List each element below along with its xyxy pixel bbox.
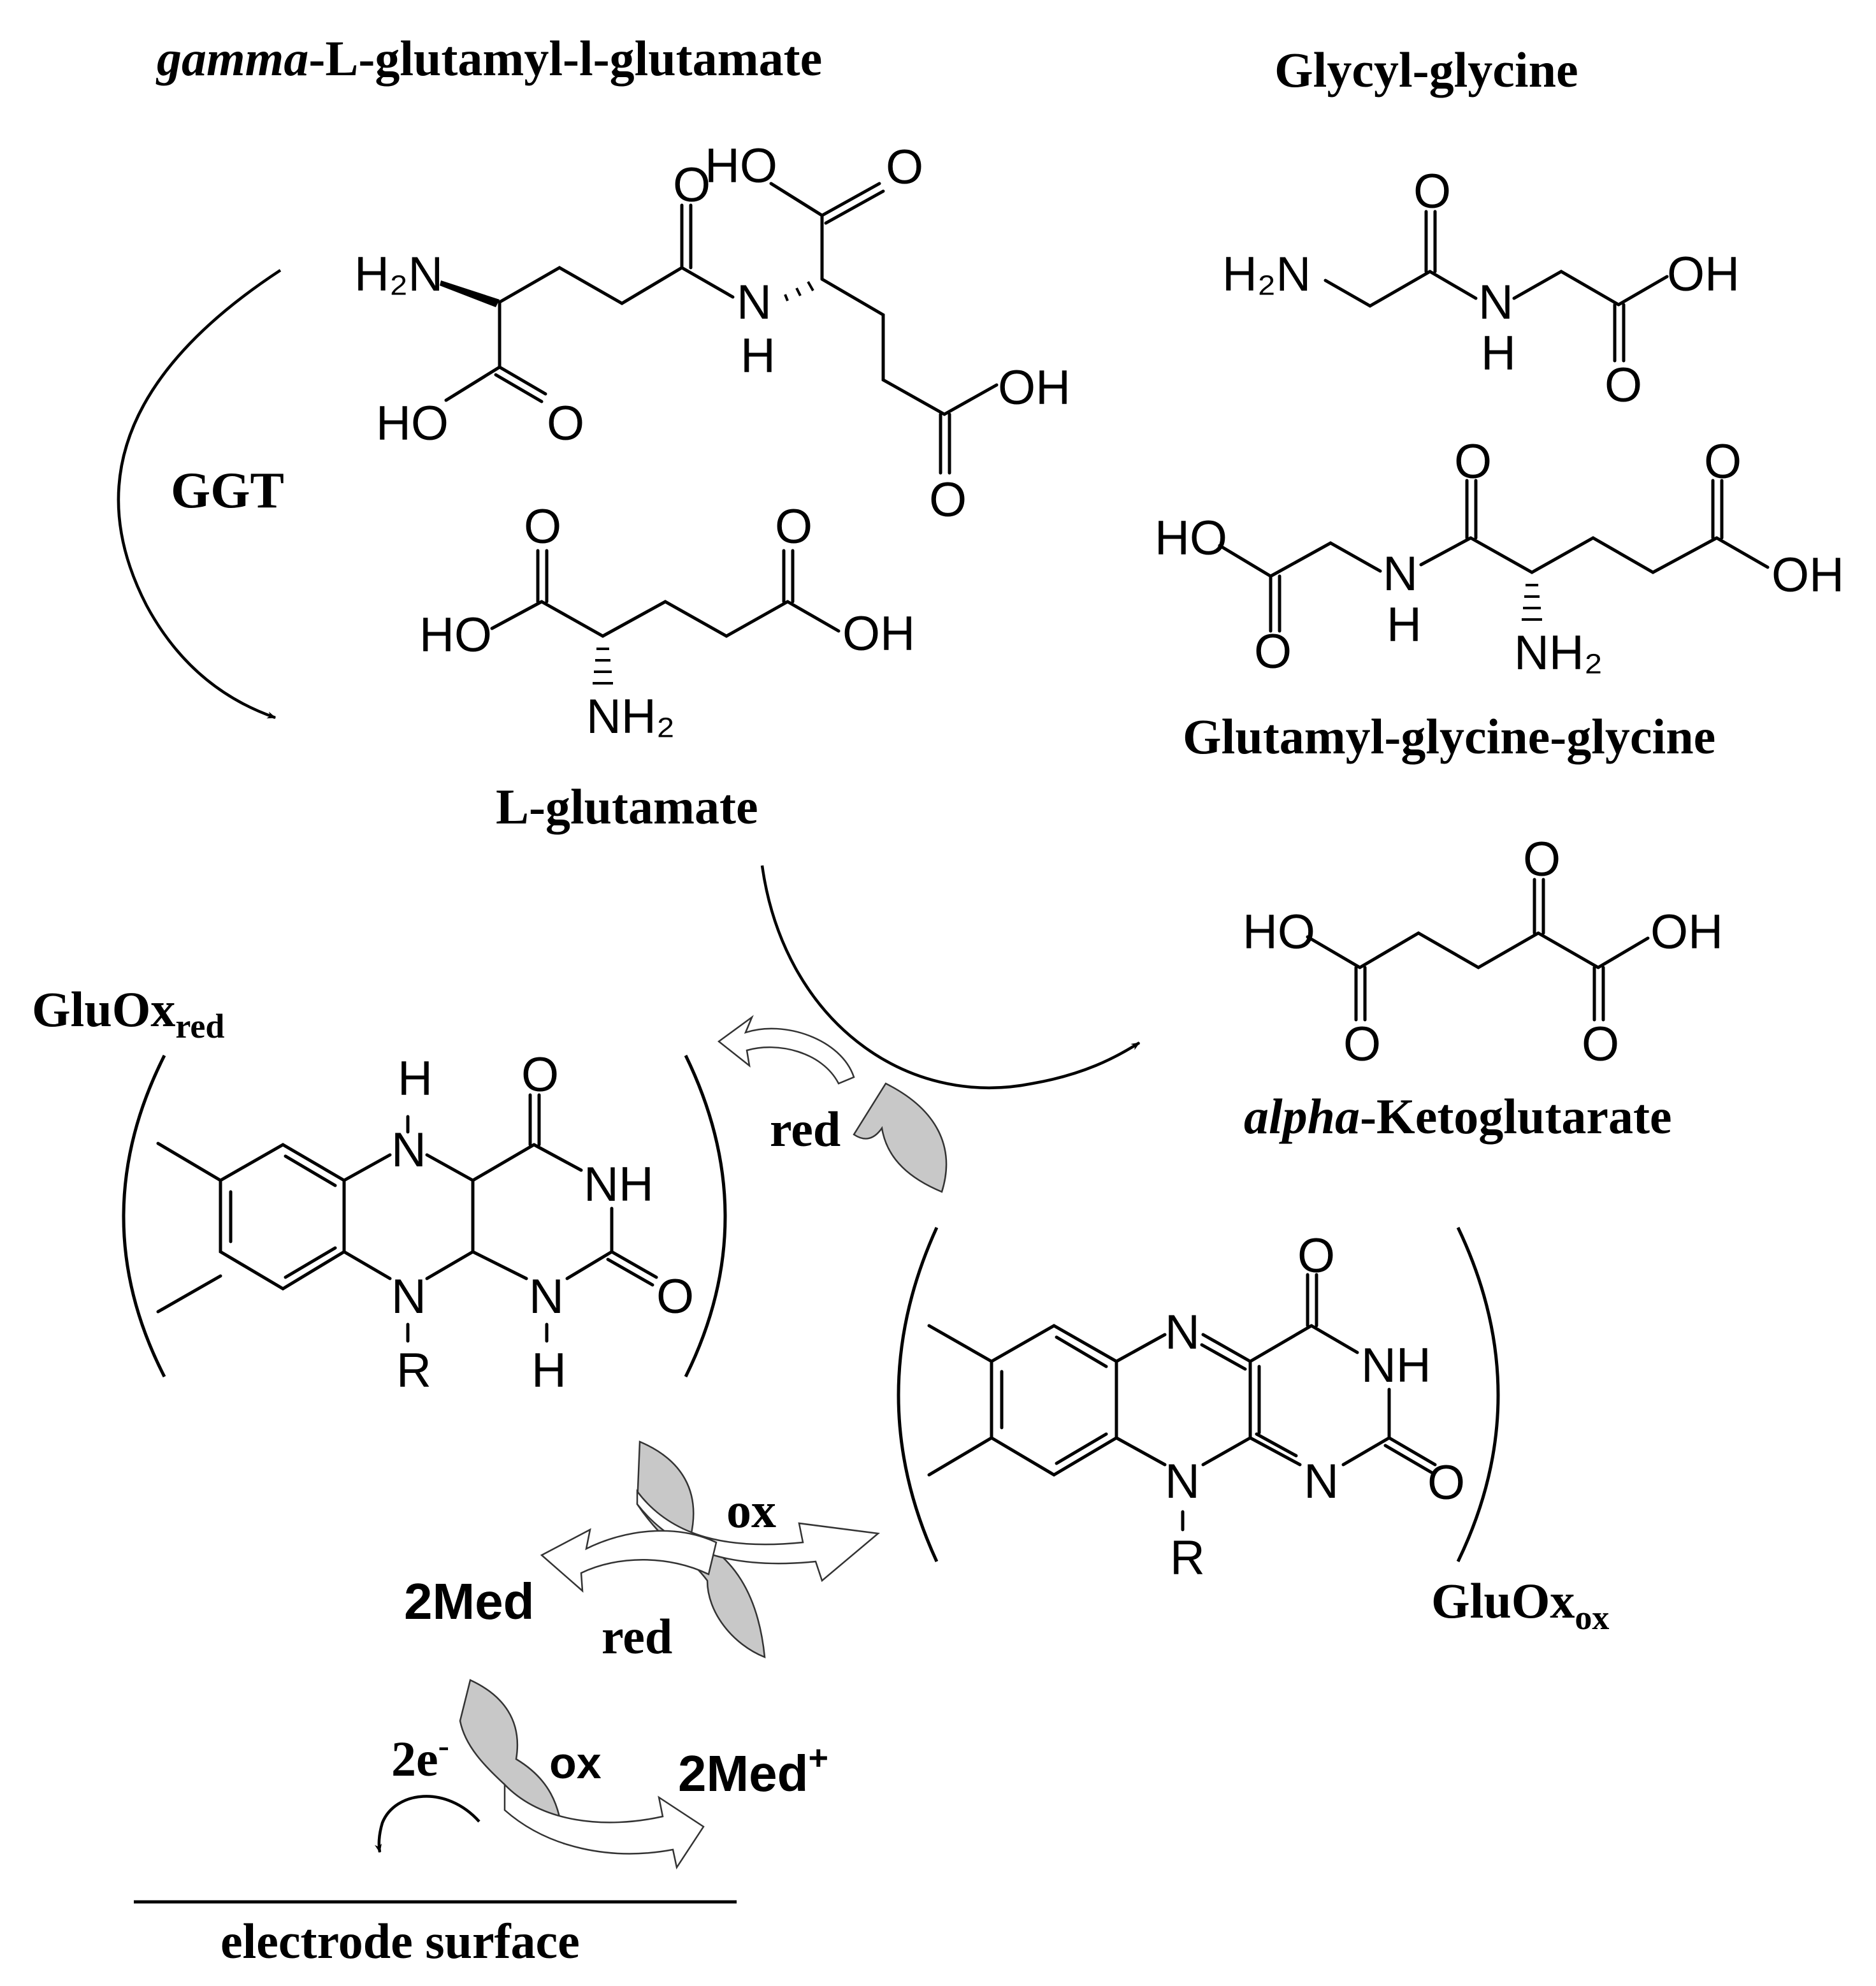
svg-text:N: N	[1304, 1454, 1339, 1509]
svg-text:HO: HO	[1155, 511, 1227, 565]
svg-text:OH: OH	[1650, 905, 1723, 959]
svg-text:OH: OH	[1667, 247, 1740, 301]
svg-text:O: O	[1582, 1017, 1619, 1071]
svg-text:O: O	[775, 500, 812, 554]
svg-text:R: R	[1170, 1531, 1205, 1585]
svg-text:NH: NH	[1361, 1338, 1431, 1393]
structure-glutamyl-glycine-glycine: HO O N H O NH₂ O OH	[1155, 435, 1844, 680]
svg-text:H₂N: H₂N	[354, 247, 443, 301]
enzyme-ggt-label: GGT	[171, 463, 284, 519]
label-ox-low: ox	[549, 1738, 602, 1788]
title-glycyl-glycine: Glycyl-glycine	[1274, 42, 1578, 98]
svg-text:H₂N: H₂N	[1222, 247, 1311, 301]
label-gluox-red: GluOxred	[32, 982, 224, 1045]
svg-text:N: N	[529, 1270, 564, 1324]
label-2e: 2e-	[391, 1728, 449, 1787]
svg-text:H: H	[531, 1344, 566, 1398]
svg-text:HO: HO	[705, 139, 777, 193]
label-red-upper: red	[770, 1101, 841, 1157]
svg-text:O: O	[1605, 358, 1642, 412]
label-gluox-ox: GluOxox	[1431, 1573, 1609, 1637]
svg-text:NH: NH	[584, 1157, 654, 1212]
svg-text:O: O	[1254, 625, 1292, 679]
redox-arrow-pair-middle	[540, 1440, 880, 1658]
svg-text:N: N	[737, 275, 772, 330]
svg-text:OH: OH	[842, 607, 915, 661]
svg-text:N: N	[1478, 275, 1513, 330]
svg-text:O: O	[673, 158, 711, 212]
svg-text:HO: HO	[1243, 905, 1315, 959]
svg-text:H: H	[398, 1052, 433, 1106]
title-alpha-ketoglutarate: alpha-Ketoglutarate	[1244, 1089, 1672, 1144]
svg-text:H: H	[1387, 598, 1422, 652]
title-glutamyl-glycine-glycine: Glutamyl-glycine-glycine	[1183, 709, 1715, 764]
svg-text:OH: OH	[1771, 548, 1844, 602]
label-2med-plus: 2Med+	[678, 1739, 828, 1802]
svg-text:O: O	[929, 473, 967, 527]
svg-text:O: O	[1454, 435, 1492, 489]
structure-flavin-oxidized: N O NH O N N R	[897, 1226, 1500, 1585]
structure-l-glutamate: HO O NH₂ O OH	[419, 500, 915, 744]
redox-arrow-pair-lower	[459, 1679, 705, 1870]
svg-text:O: O	[656, 1270, 694, 1324]
label-red-mid: red	[602, 1609, 672, 1664]
svg-text:O: O	[547, 396, 584, 451]
structure-flavin-reduced: N H O NH O N H N R	[122, 1048, 727, 1398]
structure-alpha-ketoglutarate: HO O O OH O	[1243, 832, 1723, 1071]
title-gamma-glutamyl-glutamate: gamma-L-glutamyl-l-glutamate	[155, 31, 822, 86]
svg-text:NH₂: NH₂	[1514, 626, 1603, 680]
label-2med: 2Med	[404, 1573, 535, 1630]
svg-text:O: O	[1343, 1017, 1381, 1071]
svg-text:O: O	[1704, 435, 1742, 489]
svg-text:O: O	[886, 140, 923, 194]
svg-text:N: N	[1165, 1305, 1200, 1359]
label-ox-mid: ox	[726, 1482, 776, 1538]
svg-text:O: O	[1523, 832, 1561, 887]
oxidation-arrow	[760, 865, 1141, 1090]
structure-gamma-glutamyl-glutamate: H₂N O N H O HO OH O HO O	[354, 139, 1071, 527]
svg-text:O: O	[524, 500, 561, 554]
svg-text:NH₂: NH₂	[586, 690, 675, 744]
svg-text:R: R	[396, 1344, 431, 1398]
label-electrode-surface: electrode surface	[220, 1913, 580, 1969]
svg-text:HO: HO	[376, 396, 449, 451]
svg-text:O: O	[1297, 1229, 1335, 1283]
structure-glycyl-glycine: H₂N O N H OH O	[1222, 164, 1740, 412]
electron-transfer-arrow	[375, 1795, 480, 1853]
svg-text:H: H	[740, 329, 776, 383]
svg-text:OH: OH	[998, 361, 1071, 415]
svg-text:O: O	[1413, 164, 1451, 219]
svg-text:N: N	[1165, 1454, 1200, 1509]
ggt-arrow	[117, 269, 282, 720]
title-l-glutamate: L-glutamate	[496, 779, 758, 834]
svg-text:N: N	[1383, 547, 1418, 601]
svg-text:N: N	[391, 1270, 426, 1324]
svg-text:HO: HO	[419, 608, 492, 662]
redox-arrow-pair-upper	[717, 1015, 948, 1193]
svg-text:O: O	[521, 1048, 559, 1102]
svg-text:H: H	[1481, 326, 1516, 381]
svg-text:O: O	[1427, 1456, 1465, 1510]
